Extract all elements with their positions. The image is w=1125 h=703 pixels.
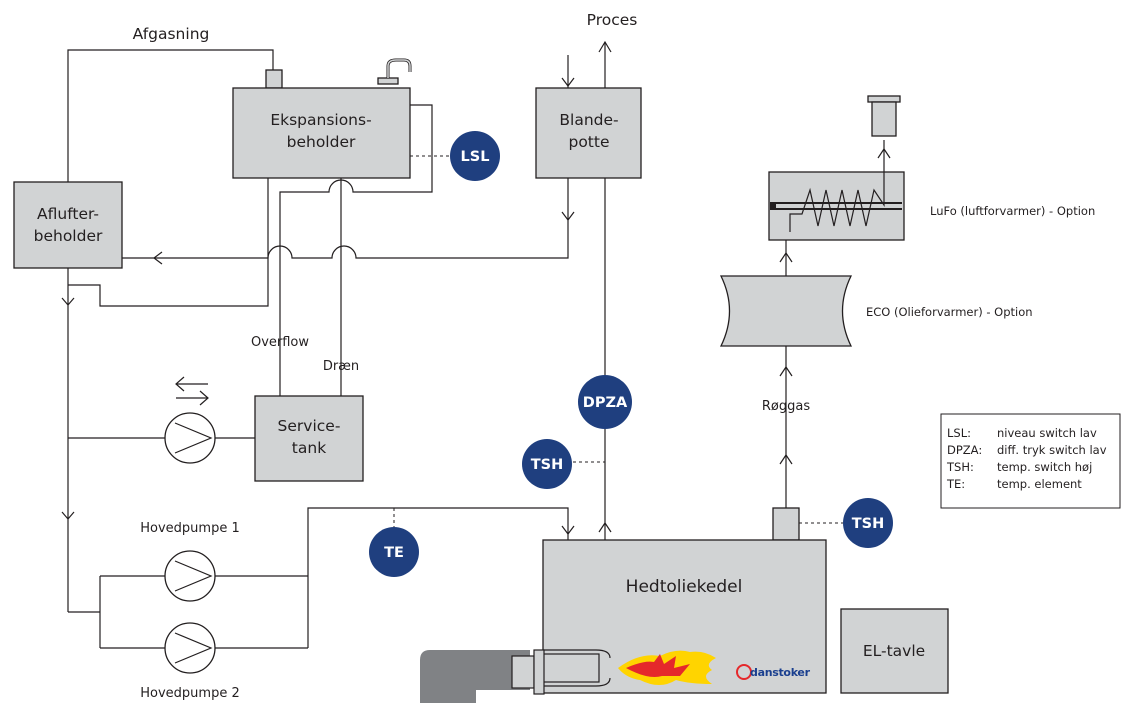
draen-label: Dræn bbox=[323, 359, 359, 374]
chimney-icon bbox=[867, 95, 901, 137]
svg-text:DPZA: DPZA bbox=[583, 395, 628, 411]
legend-value: diff. tryk switch lav bbox=[997, 443, 1107, 457]
sensor-connections bbox=[393, 155, 843, 536]
tsh-sensor-socket bbox=[772, 507, 800, 541]
brand-logo-text: danstoker bbox=[750, 666, 811, 679]
svg-text:TSH: TSH bbox=[531, 457, 563, 473]
svg-text:TSH: TSH bbox=[852, 516, 884, 532]
legend-value: temp. switch høj bbox=[997, 460, 1092, 474]
legend: LSL: niveau switch lav DPZA: diff. tryk … bbox=[940, 413, 1121, 509]
flame-icon bbox=[618, 650, 716, 685]
ekspansion-label-1: Ekspansions- bbox=[270, 111, 371, 129]
el-tavle-label: EL-tavle bbox=[863, 642, 925, 660]
ekspansionsbeholder: Ekspansions- beholder bbox=[232, 58, 412, 179]
svg-text:TE: TE bbox=[384, 545, 404, 561]
aflufter-label-2: beholder bbox=[34, 227, 103, 245]
legend-key: LSL: bbox=[947, 426, 971, 440]
eco bbox=[719, 275, 853, 347]
lufo-label: LuFo (luftforvarmer) - Option bbox=[930, 204, 1095, 218]
hovedpumpe-1-label: Hovedpumpe 1 bbox=[140, 521, 239, 536]
el-tavle: EL-tavle bbox=[840, 608, 949, 694]
tsh-left-badge: TSH bbox=[522, 439, 572, 489]
blandepotte: Blande- potte bbox=[535, 87, 642, 179]
hedtoliekedel: Hedtoliekedel danstoker bbox=[542, 507, 827, 694]
service-label-1: Service- bbox=[278, 417, 341, 435]
hovedpumpe-1-icon bbox=[164, 550, 216, 602]
overflow-label: Overflow bbox=[251, 335, 309, 350]
servicetank: Service- tank bbox=[254, 395, 364, 482]
ekspansion-vent bbox=[265, 69, 283, 89]
service-pump-icon bbox=[164, 412, 216, 464]
tsh-right-badge: TSH bbox=[843, 498, 893, 548]
ekspansion-box bbox=[232, 87, 411, 179]
legend-key: TE: bbox=[946, 477, 965, 491]
lsl-badge: LSL bbox=[450, 131, 500, 181]
burner-icon bbox=[420, 649, 545, 703]
filler-cap-icon bbox=[377, 58, 412, 85]
danstoker-logo: danstoker bbox=[736, 664, 811, 680]
afgasning-label: Afgasning bbox=[133, 25, 210, 43]
lufo bbox=[768, 171, 905, 241]
eco-label: ECO (Olieforvarmer) - Option bbox=[866, 305, 1033, 319]
piping bbox=[61, 40, 891, 649]
ekspansion-label-2: beholder bbox=[287, 133, 356, 151]
roeggas-label: Røggas bbox=[762, 399, 810, 414]
legend-key: TSH: bbox=[946, 460, 974, 474]
legend-key: DPZA: bbox=[947, 443, 982, 457]
bidirectional-arrow-icon bbox=[175, 376, 209, 406]
blande-label-1: Blande- bbox=[559, 111, 618, 129]
aflufter-label-1: Aflufter- bbox=[37, 205, 99, 223]
hovedpumpe-2-label: Hovedpumpe 2 bbox=[140, 686, 239, 701]
service-label-2: tank bbox=[292, 439, 326, 457]
kedel-label: Hedtoliekedel bbox=[626, 577, 743, 597]
blande-label-2: potte bbox=[568, 133, 609, 151]
proces-label: Proces bbox=[587, 11, 638, 29]
dpza-badge: DPZA bbox=[578, 375, 632, 429]
legend-value: temp. element bbox=[997, 477, 1082, 491]
legend-value: niveau switch lav bbox=[997, 426, 1097, 440]
te-badge: TE bbox=[369, 527, 419, 577]
svg-text:LSL: LSL bbox=[461, 149, 490, 165]
hovedpumpe-2-icon bbox=[164, 622, 216, 674]
aflufterbeholder: Aflufter- beholder bbox=[13, 181, 123, 269]
